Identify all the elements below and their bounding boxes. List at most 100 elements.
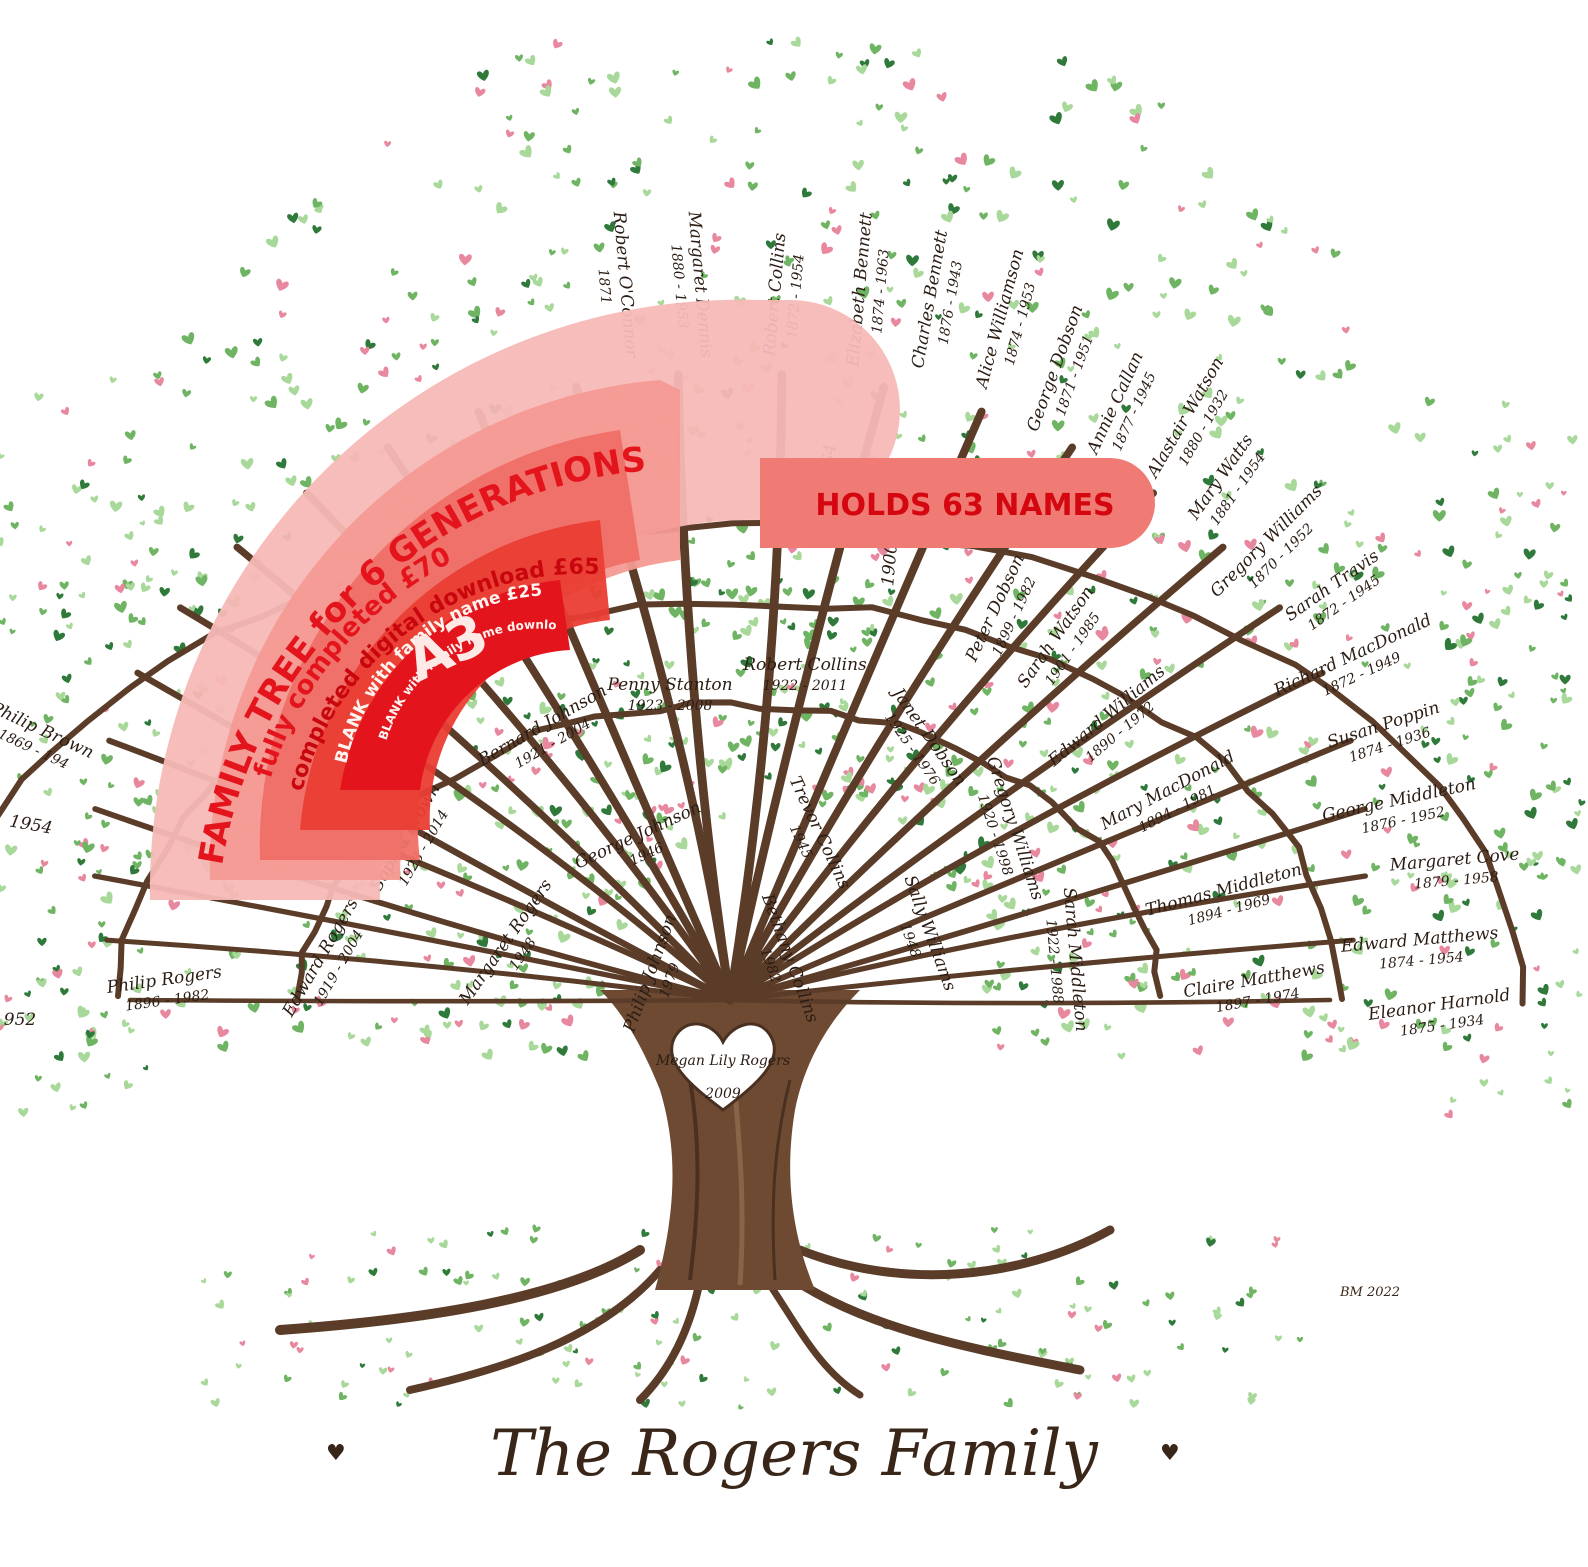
leaf-heart (1114, 343, 1121, 350)
leaf-heart (1428, 1017, 1437, 1026)
leaf-heart (69, 1104, 77, 1111)
center-name: Megan Lily Rogers (655, 1053, 790, 1069)
leaf-heart (549, 804, 562, 817)
leaf-heart (281, 372, 293, 384)
leaf-heart (285, 475, 297, 487)
leaf-heart (571, 177, 581, 187)
leaf-heart (123, 1080, 133, 1090)
leaf-heart (941, 210, 954, 223)
leaf-heart (35, 866, 44, 874)
leaf-heart (1560, 578, 1569, 587)
leaf-heart (1184, 784, 1192, 792)
leaf-heart (105, 642, 114, 651)
leaf-heart (0, 884, 7, 893)
leaf-heart (968, 785, 979, 797)
leaf-heart (1051, 678, 1060, 687)
leaf-heart (1081, 310, 1090, 319)
leaf-heart (561, 247, 569, 255)
leaf-heart (314, 205, 323, 213)
leaf-heart (1545, 482, 1554, 490)
leaf-heart (859, 1289, 867, 1297)
leaf-heart (300, 476, 312, 488)
leaf-heart (814, 747, 823, 755)
leaf-heart (34, 392, 44, 402)
leaf-heart (1345, 359, 1357, 371)
leaf-heart (1107, 218, 1120, 231)
leaf-heart (572, 1348, 578, 1354)
leaf-heart (747, 719, 755, 727)
leaf-heart (1178, 540, 1191, 553)
leaf-heart (1206, 1237, 1216, 1247)
branch (127, 997, 733, 1004)
leaf-heart (200, 1278, 207, 1284)
leaf-heart (202, 356, 211, 364)
leaf-heart (390, 1017, 398, 1024)
leaf-heart (34, 1075, 42, 1082)
ancestor-years: 1922 - 1988 (1042, 918, 1065, 1004)
leaf-heart (78, 591, 86, 599)
leaf-heart (1528, 644, 1536, 652)
leaf-heart (901, 795, 909, 803)
leaf-heart (567, 872, 575, 880)
leaf-heart (717, 765, 728, 774)
leaf-heart (385, 1337, 393, 1344)
leaf-heart (652, 588, 666, 601)
leaf-heart (479, 1020, 489, 1031)
leaf-heart (43, 714, 54, 724)
leaf-heart (1325, 1035, 1333, 1043)
leaf-heart (86, 1029, 95, 1039)
leaf-heart (18, 1107, 29, 1117)
leaf-heart (635, 1371, 641, 1378)
leaf-heart (1315, 370, 1326, 381)
leaf-heart (1263, 306, 1274, 316)
leaf-heart (1348, 571, 1356, 579)
leaf-heart (537, 1002, 547, 1011)
leaf-heart (1244, 538, 1257, 551)
leaf-heart (826, 630, 838, 640)
leaf-heart (532, 276, 543, 287)
leaf-heart (476, 717, 485, 725)
leaf-heart (1235, 1297, 1245, 1307)
leaf-heart (556, 1045, 568, 1057)
leaf-heart (9, 628, 16, 635)
leaf-heart (24, 1013, 35, 1023)
leaf-heart (1000, 823, 1008, 830)
leaf-heart (718, 812, 726, 820)
leaf-heart (463, 1280, 469, 1286)
leaf-heart (78, 1007, 86, 1015)
leaf-heart (1029, 847, 1041, 858)
leaf-heart (486, 1230, 494, 1238)
leaf-heart (983, 154, 996, 166)
leaf-heart (39, 525, 47, 532)
leaf-heart (586, 906, 597, 916)
leaf-heart (1117, 1052, 1126, 1060)
leaf-heart (1508, 691, 1515, 699)
leaf-heart (56, 592, 64, 600)
leaf-heart (1541, 1022, 1548, 1030)
leaf-heart (118, 721, 129, 732)
leaf-heart (726, 66, 733, 73)
leaf-heart (1256, 241, 1263, 249)
leaf-heart (159, 587, 170, 597)
leaf-heart (1026, 449, 1036, 458)
branch (727, 997, 1333, 1006)
leaf-heart (929, 607, 942, 620)
leaf-heart (915, 1242, 922, 1249)
leaf-heart (1142, 1299, 1150, 1307)
leaf-heart (292, 1020, 305, 1033)
leaf-heart (378, 366, 389, 378)
leaf-heart (523, 131, 535, 142)
leaf-heart (1361, 661, 1369, 668)
leaf-heart (1432, 510, 1446, 522)
leaf-heart (1537, 983, 1549, 995)
leaf-heart (902, 78, 916, 91)
leaf-heart (875, 103, 884, 111)
leaf-heart (1137, 962, 1148, 974)
leaf-heart (253, 338, 263, 347)
leaf-heart (9, 594, 17, 602)
leaf-heart (1413, 841, 1421, 848)
leaf-heart (1442, 1041, 1453, 1052)
leaf-heart (61, 608, 72, 619)
leaf-heart (1537, 997, 1547, 1007)
